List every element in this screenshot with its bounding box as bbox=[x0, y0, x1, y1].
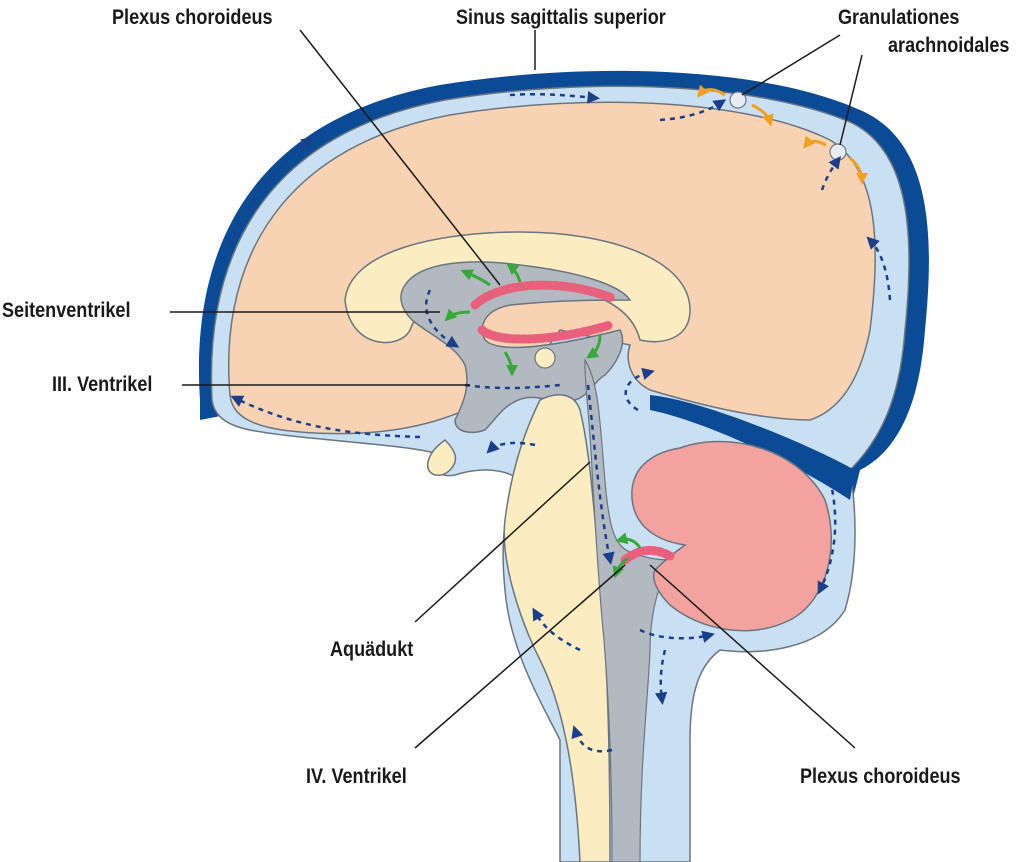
cerebellum bbox=[631, 440, 832, 632]
absorption-arrow bbox=[696, 84, 726, 98]
hypophysis bbox=[426, 439, 457, 477]
production-arrow bbox=[444, 308, 471, 322]
flow-arrow bbox=[866, 236, 892, 301]
flow-arrow bbox=[820, 155, 841, 191]
flow-arrow bbox=[817, 479, 837, 595]
label-sinus-sagittalis-superior: Sinus sagittalis superior bbox=[456, 6, 666, 29]
plexus-choroideus-lateral bbox=[470, 280, 617, 344]
label-aquaedukt: Aquädukt bbox=[330, 638, 414, 661]
production-arrow bbox=[615, 532, 642, 549]
production-arrow bbox=[506, 263, 522, 283]
leader-line-iv-ventrikel bbox=[414, 564, 626, 749]
leader-line-plexus-bottom bbox=[649, 564, 856, 749]
label-iii-ventrikel: III. Ventrikel bbox=[52, 373, 153, 396]
aqueduct-channel bbox=[584, 358, 674, 862]
brainstem bbox=[503, 394, 611, 862]
plexus-choroideus-fourth bbox=[620, 546, 675, 565]
label-iv-ventrikel: IV. Ventrikel bbox=[306, 765, 407, 788]
production-arrow bbox=[503, 351, 518, 377]
arachnoid-granulation bbox=[729, 91, 747, 109]
flow-arrow bbox=[230, 395, 421, 439]
leader-line-granulationes-1 bbox=[741, 34, 841, 96]
absorption-arrow bbox=[751, 103, 774, 127]
interthalamic-adhesion bbox=[534, 347, 556, 369]
flow-arrow bbox=[532, 607, 581, 652]
absorption-arrow bbox=[802, 135, 827, 149]
label-plexus-choroideus-top: Plexus choroideus bbox=[112, 6, 273, 29]
label-arachnoidales: arachnoidales bbox=[888, 34, 1010, 57]
arachnoid-granulation bbox=[829, 143, 847, 161]
flow-arrow bbox=[424, 289, 460, 348]
label-plexus-choroideus-bottom: Plexus choroideus bbox=[800, 765, 961, 788]
absorption-arrows bbox=[696, 84, 868, 185]
flow-arrow bbox=[659, 99, 727, 122]
label-seitenventrikel: Seitenventrikel bbox=[2, 299, 131, 322]
tentorium bbox=[650, 395, 855, 500]
production-arrow bbox=[586, 334, 602, 359]
flow-arrow bbox=[586, 384, 615, 565]
absorption-arrow bbox=[848, 156, 868, 185]
leader-line-granulationes-2 bbox=[839, 54, 863, 146]
production-arrow bbox=[460, 269, 491, 287]
csf-flow-arrows bbox=[228, 91, 892, 753]
flow-arrow bbox=[654, 649, 668, 705]
label-granulationes: Granulationes bbox=[838, 6, 960, 29]
leader-line-plexus-top bbox=[299, 29, 501, 286]
leader-lines bbox=[170, 29, 863, 749]
flow-arrow bbox=[571, 725, 613, 753]
leader-line-aquaedukt bbox=[414, 461, 591, 623]
flow-arrow bbox=[509, 91, 600, 104]
corpus-callosum bbox=[344, 231, 691, 344]
flow-arrow bbox=[486, 440, 536, 454]
flow-arrow bbox=[624, 367, 655, 412]
ventricle-system bbox=[400, 261, 632, 433]
flow-arrow bbox=[464, 383, 561, 390]
